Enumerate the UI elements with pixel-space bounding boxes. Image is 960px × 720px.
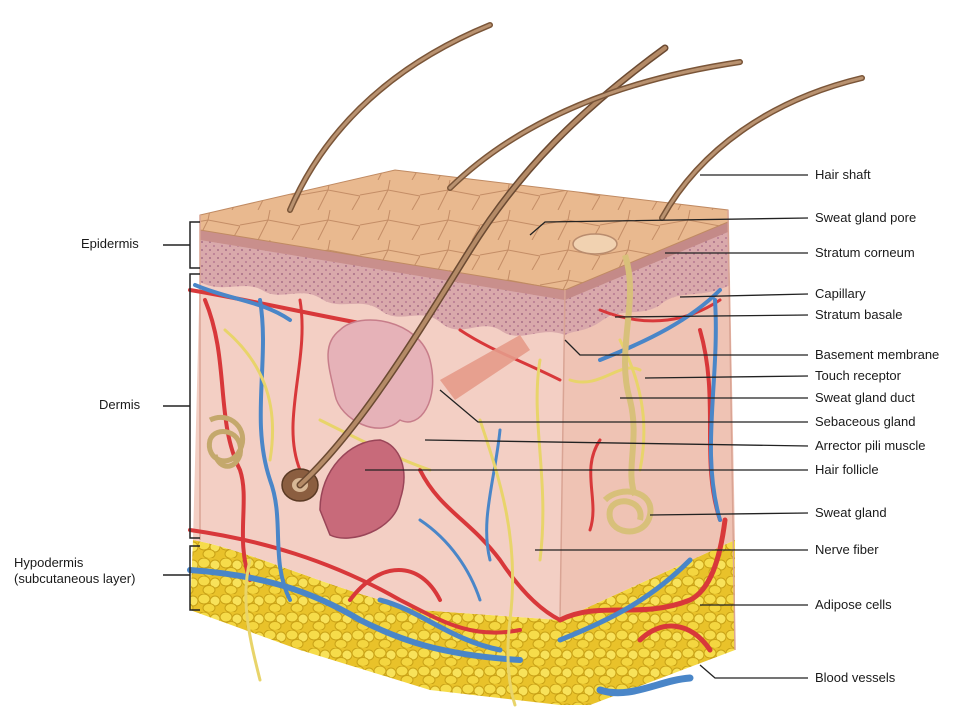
label-sweat-gland: Sweat gland bbox=[815, 505, 887, 520]
blood-vessels-arteries bbox=[188, 288, 728, 653]
coiled-gland-left bbox=[206, 414, 246, 469]
label-epidermis: Epidermis bbox=[81, 236, 139, 251]
label-stratum-basale: Stratum basale bbox=[815, 307, 903, 322]
dermis-side-face bbox=[560, 280, 735, 620]
label-sweat-gland-pore: Sweat gland pore bbox=[815, 210, 917, 225]
label-dermis: Dermis bbox=[99, 397, 141, 412]
label-touch-receptor: Touch receptor bbox=[815, 368, 901, 383]
nerve-fibers bbox=[223, 328, 646, 707]
label-stratum-corneum: Stratum corneum bbox=[815, 245, 915, 260]
left-brackets bbox=[163, 221, 200, 611]
label-basement-membrane: Basement membrane bbox=[815, 347, 940, 362]
label-nerve-fiber: Nerve fiber bbox=[815, 542, 879, 557]
label-adipose-cells: Adipose cells bbox=[815, 597, 892, 612]
label-capillary: Capillary bbox=[815, 286, 866, 301]
epidermis-front-strip bbox=[200, 230, 565, 336]
label-arrector-pili-muscle: Arrector pili muscle bbox=[815, 438, 926, 453]
label-sweat-gland-duct: Sweat gland duct bbox=[815, 390, 915, 405]
sweat-gland-illustration bbox=[602, 254, 654, 535]
epidermis-side-strip bbox=[565, 222, 730, 335]
label-sebaceous-gland: Sebaceous gland bbox=[815, 414, 916, 429]
hypodermis-side-face bbox=[560, 540, 735, 705]
leader-lines bbox=[365, 174, 809, 679]
label-hair-shaft: Hair shaft bbox=[815, 167, 871, 182]
label-hypodermis: Hypodermis bbox=[14, 555, 84, 570]
hair-shafts bbox=[287, 22, 865, 489]
label-blood-vessels: Blood vessels bbox=[815, 670, 896, 685]
label-hair-follicle: Hair follicle bbox=[815, 462, 879, 477]
label-hypodermis-subtitle: (subcutaneous layer) bbox=[14, 571, 136, 586]
